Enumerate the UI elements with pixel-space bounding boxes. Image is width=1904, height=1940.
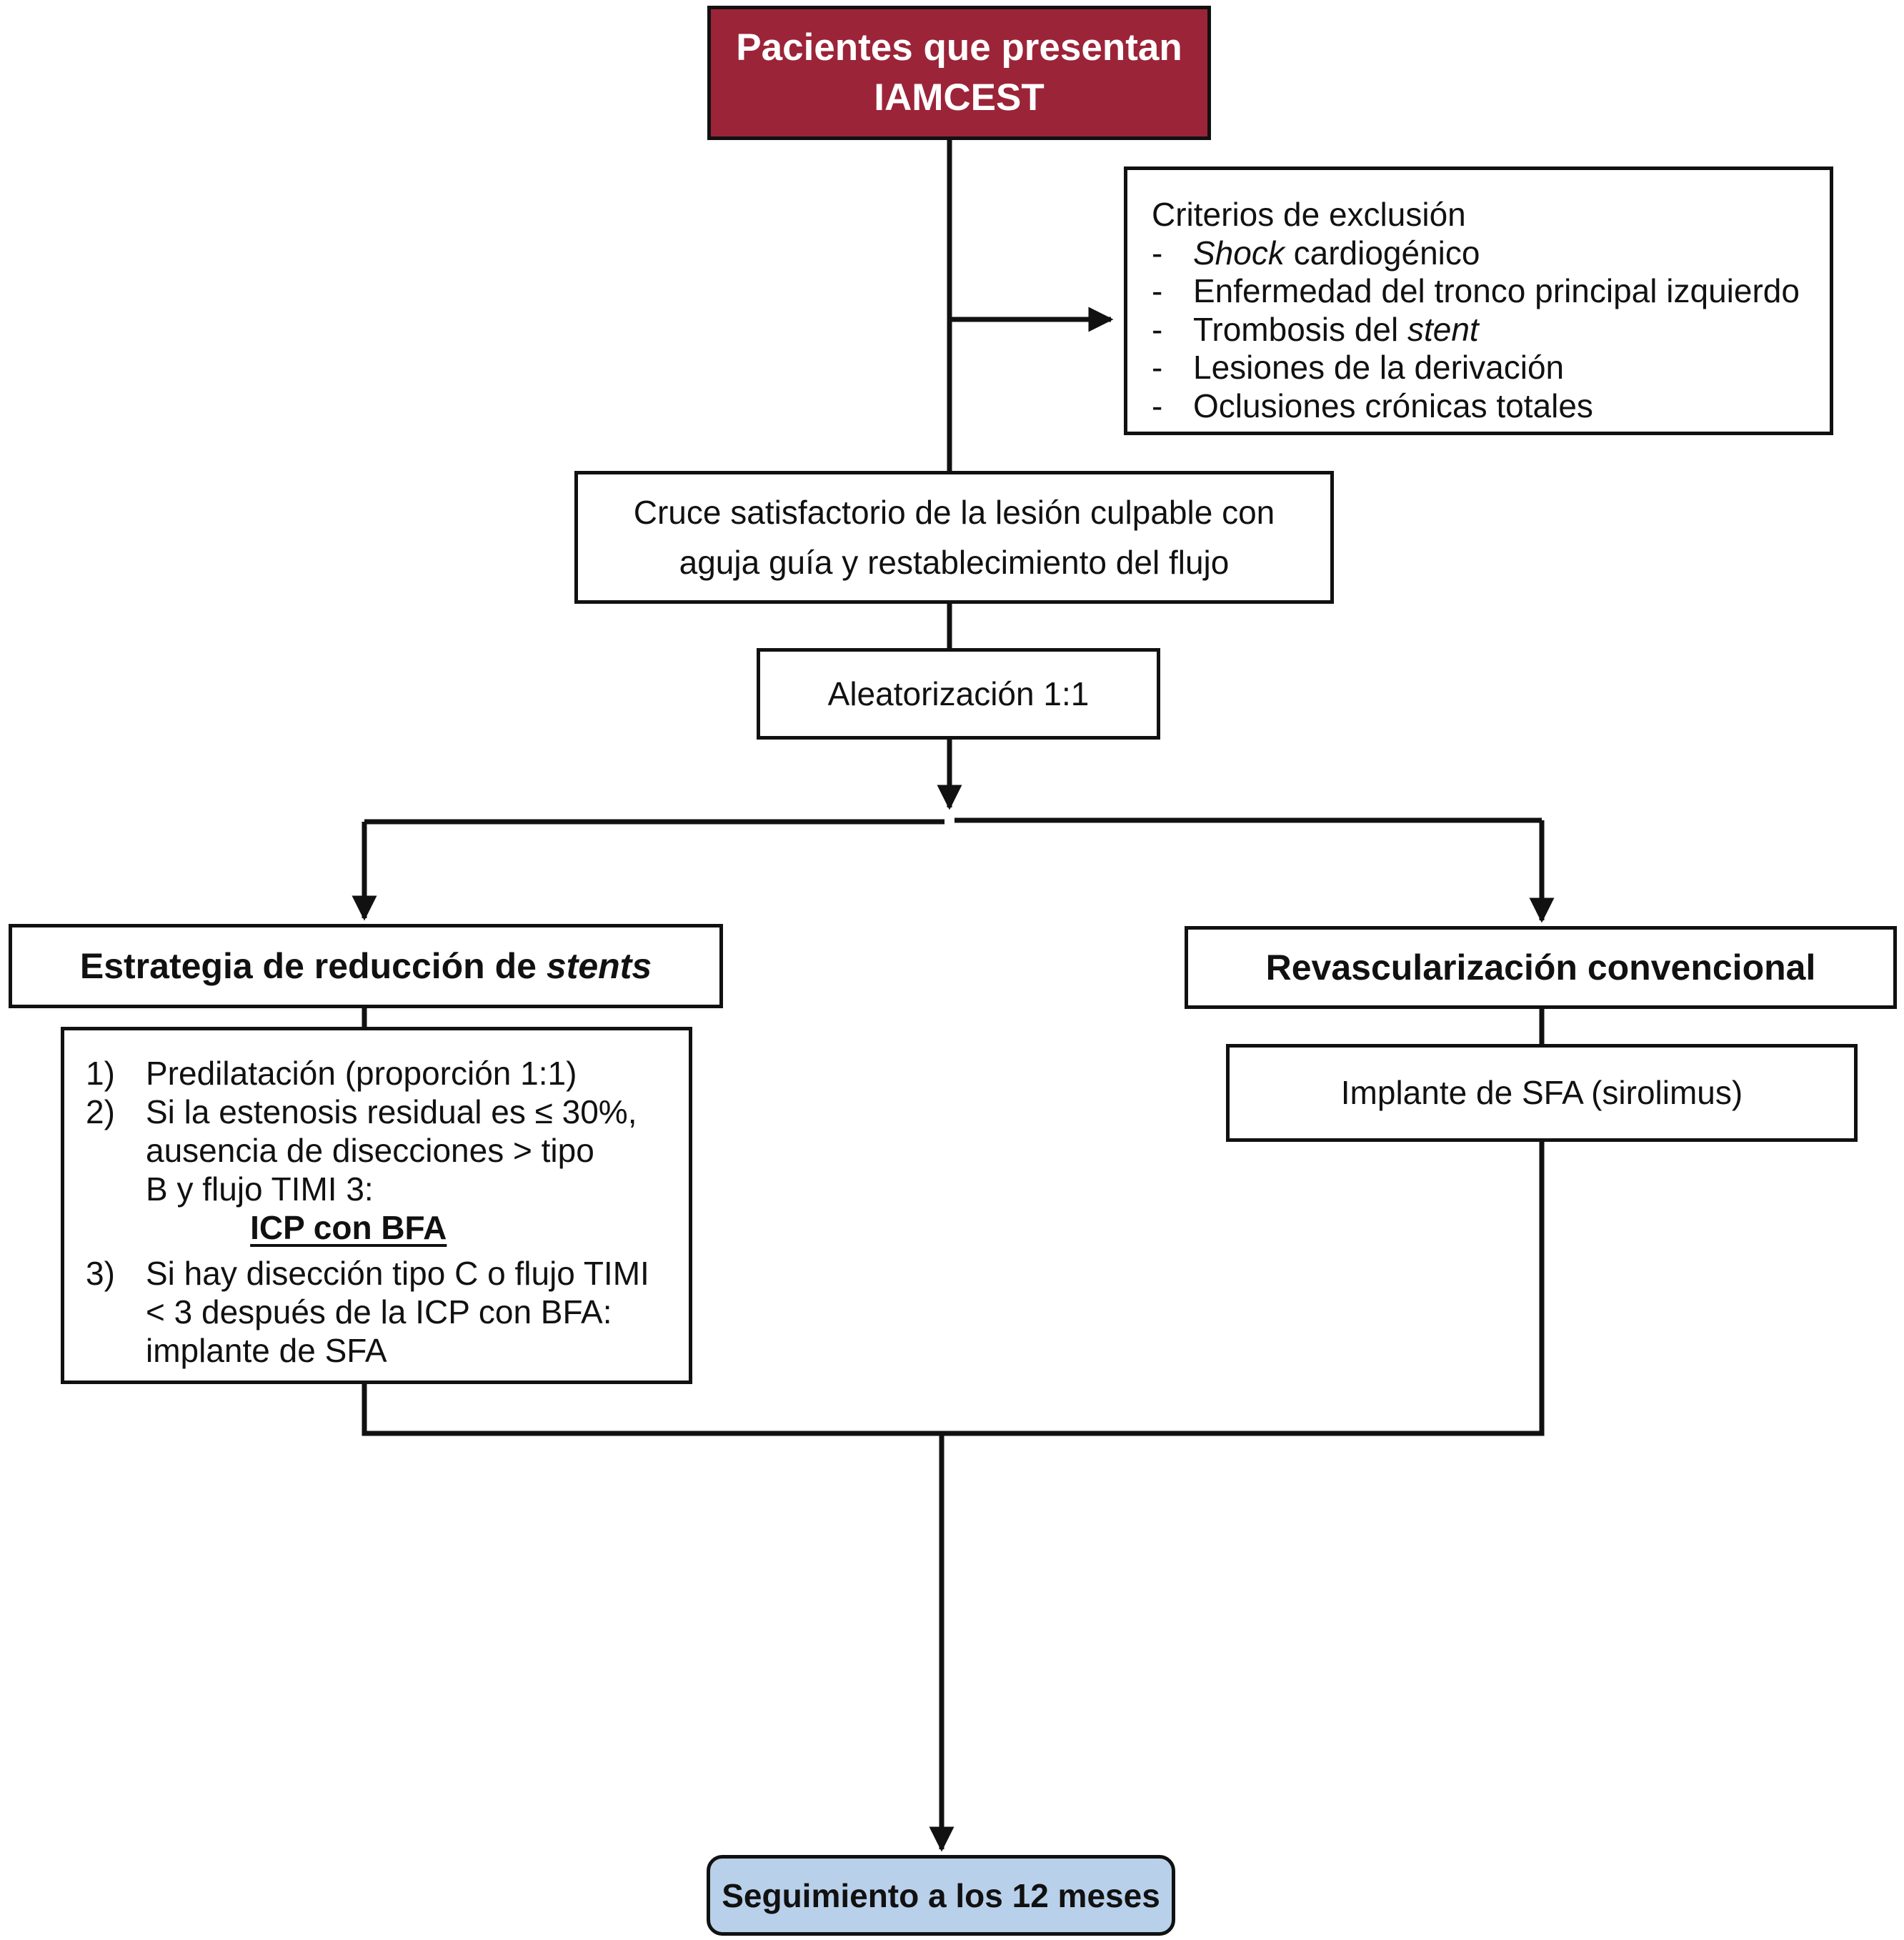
exclusion-item: - Lesiones de la derivación: [1152, 349, 1830, 387]
exclusion-item: - Enfermedad del tronco principal izquie…: [1152, 272, 1830, 311]
exclusion-criteria-box: Criterios de exclusión - Shock cardiogén…: [1124, 166, 1833, 435]
step-result: ICP con BFA: [250, 1209, 447, 1246]
line-merge: [362, 1142, 1545, 1436]
step-item: 3) Si hay disección tipo C o flujo TIMI …: [86, 1254, 682, 1370]
step-number: 2): [86, 1093, 115, 1130]
step-number: 3): [86, 1255, 115, 1292]
step-text: Predilatación (proporción 1:1): [146, 1055, 577, 1092]
step-text: ausencia de disecciones > tipo: [146, 1132, 594, 1169]
followup-box: Seguimiento a los 12 meses: [707, 1855, 1175, 1936]
stent-reduction-arm-box: Estrategia de reducción de stents: [9, 924, 723, 1008]
step-text: B y flujo TIMI 3:: [146, 1170, 374, 1208]
followup-label: Seguimiento a los 12 meses: [722, 1876, 1160, 1914]
exclusion-dash: -: [1152, 387, 1163, 424]
exclusion-item-text: Enfermedad del tronco principal izquierd…: [1193, 272, 1800, 309]
stent-reduction-title-italic: stents: [546, 946, 652, 986]
exclusion-item-text: cardiogénico: [1284, 234, 1480, 272]
exclusion-dash: -: [1152, 349, 1163, 386]
exclusion-dash: -: [1152, 272, 1163, 309]
randomization-label: Aleatorización 1:1: [827, 675, 1090, 712]
step-text: implante de SFA: [146, 1332, 387, 1369]
crossing-box: Cruce satisfactorio de la lesión culpabl…: [574, 471, 1334, 604]
exclusion-item: - Oclusiones crónicas totales: [1152, 387, 1830, 426]
exclusion-item: - Shock cardiogénico: [1152, 234, 1830, 273]
conventional-title: Revascularización convencional: [1265, 947, 1816, 988]
exclusion-item-italic: stent: [1407, 310, 1479, 348]
step-text: < 3 después de la ICP con BFA:: [146, 1293, 612, 1330]
stent-reduction-title: Estrategia de reducción de: [79, 946, 547, 986]
exclusion-item-text: Oclusiones crónicas totales: [1193, 387, 1593, 424]
exclusion-dash: -: [1152, 234, 1163, 272]
sfa-implant-box: Implante de SFA (sirolimus): [1226, 1044, 1858, 1142]
exclusion-dash: -: [1152, 310, 1163, 348]
exclusion-title: Criterios de exclusión: [1152, 196, 1466, 233]
step-item: 1) Predilatación (proporción 1:1): [86, 1054, 682, 1093]
step-text: Si la estenosis residual es ≤ 30%,: [146, 1093, 637, 1130]
stent-reduction-steps-box: 1) Predilatación (proporción 1:1) 2) Si …: [61, 1027, 692, 1384]
sfa-implant-label: Implante de SFA (sirolimus): [1340, 1074, 1743, 1111]
exclusion-item-text: Lesiones de la derivación: [1193, 349, 1565, 386]
exclusion-item-italic: Shock: [1193, 234, 1285, 272]
randomization-box: Aleatorización 1:1: [757, 648, 1160, 740]
crossing-line1: Cruce satisfactorio de la lesión culpabl…: [633, 494, 1275, 531]
exclusion-item-text: Trombosis del: [1193, 310, 1407, 348]
start-box: Pacientes que presentan IAMCEST: [707, 6, 1211, 140]
step-number: 1): [86, 1055, 115, 1092]
conventional-arm-box: Revascularización convencional: [1185, 926, 1897, 1009]
step-item: 2) Si la estenosis residual es ≤ 30%, au…: [86, 1093, 682, 1247]
start-title-line1: Pacientes que presentan: [736, 26, 1182, 69]
start-title-line2: IAMCEST: [874, 76, 1045, 119]
exclusion-item: - Trombosis del stent: [1152, 311, 1830, 349]
step-text: Si hay disección tipo C o flujo TIMI: [146, 1255, 649, 1292]
crossing-line2: aguja guía y restablecimiento del flujo: [679, 544, 1230, 581]
